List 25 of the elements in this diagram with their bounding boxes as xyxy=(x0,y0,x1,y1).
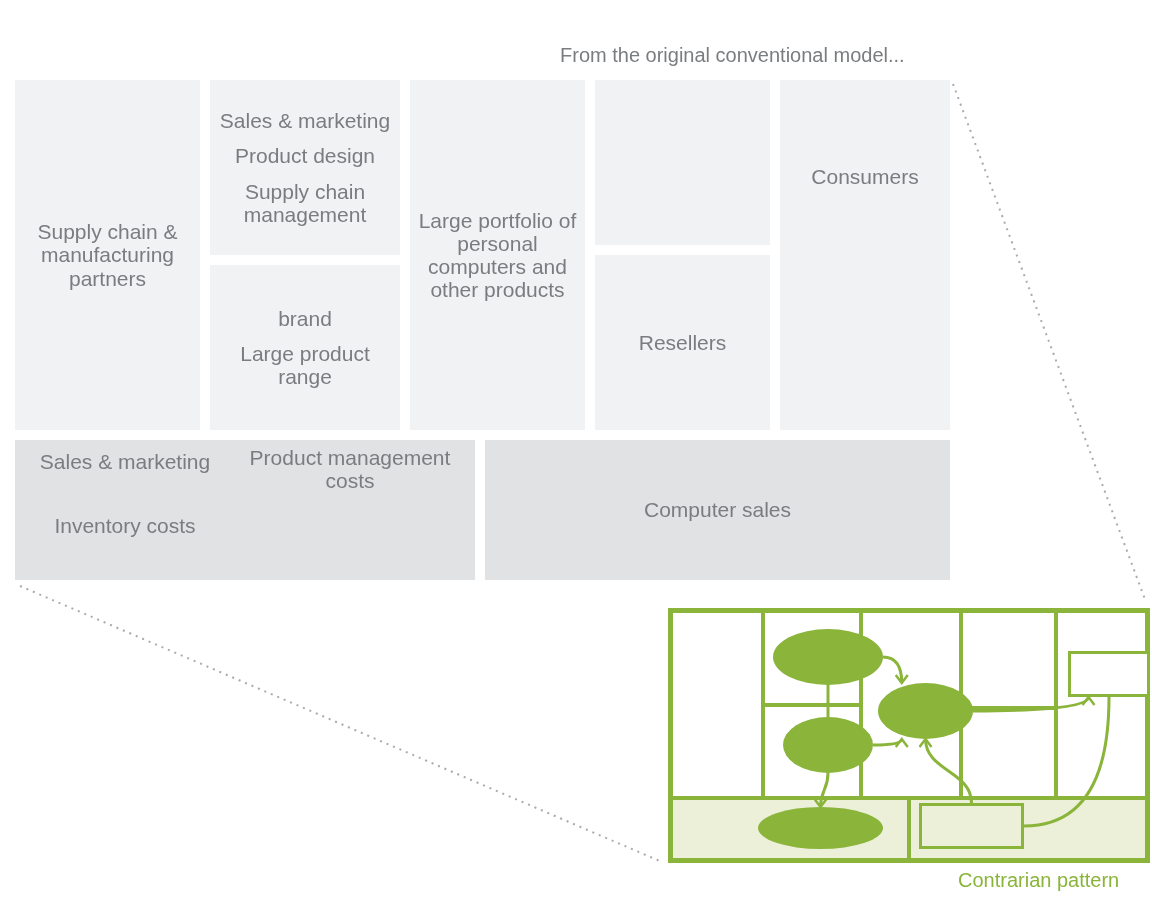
block-text: brand xyxy=(278,306,332,330)
block-text: Large portfolio of personal computers and other products xyxy=(417,208,578,302)
arrow xyxy=(973,695,1093,713)
block-text: Supply chain & manufacturing partners xyxy=(36,220,179,290)
block-text: Sales & marketing xyxy=(38,450,212,474)
block-text: Sales & marketing xyxy=(219,109,391,133)
arrow xyxy=(873,737,908,750)
outline-box xyxy=(1068,651,1150,697)
canvas-block xyxy=(15,440,475,580)
arrow xyxy=(813,772,830,809)
arrow xyxy=(882,655,909,685)
block-text: Product design xyxy=(234,144,376,168)
block-text: Resellers xyxy=(638,330,727,355)
arrow xyxy=(919,737,973,804)
block-text: Large product range xyxy=(239,341,371,389)
block-text: Product management costs xyxy=(248,446,452,493)
outline-box xyxy=(919,803,1024,849)
block-text: Inventory costs xyxy=(53,514,197,538)
canvas-frame xyxy=(668,608,1150,863)
block-text: Consumers xyxy=(811,165,919,189)
caption-text: Contrarian pattern xyxy=(958,869,1120,892)
heading-text: From the original conventional model... xyxy=(560,44,905,67)
canvas-block xyxy=(485,440,950,580)
block-text: Supply chain management xyxy=(242,179,368,226)
block-text: Computer sales xyxy=(643,498,792,522)
